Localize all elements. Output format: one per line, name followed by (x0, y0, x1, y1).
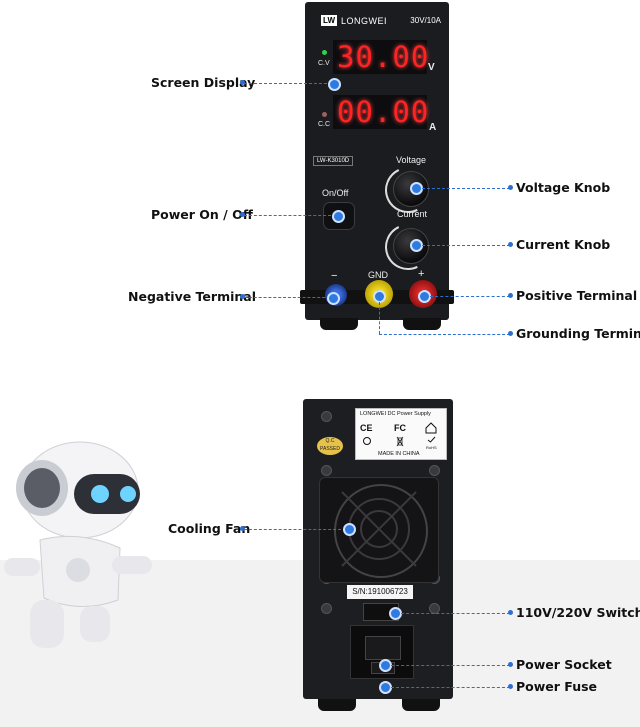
cc-label: C.C (318, 121, 331, 128)
serial-number: S/N:191006723 (347, 585, 413, 599)
callout-leader-screen (244, 83, 332, 84)
callout-screen-display: Screen Display (151, 75, 256, 90)
callout-voltage-knob: Voltage Knob (516, 180, 611, 195)
callout-leader-voltage-knob (422, 188, 510, 189)
callout-leader-socket (391, 665, 510, 666)
rating-label: 30V/10A (410, 16, 441, 25)
callout-leader-fan (244, 529, 346, 530)
callout-grounding-terminal: Grounding Terminal (516, 326, 640, 341)
callout-positive-terminal: Positive Terminal (516, 288, 638, 303)
callout-leader-power (244, 215, 336, 216)
callout-leader-positive (430, 296, 510, 297)
current-knob-label: Current (397, 209, 428, 219)
back-foot-left (318, 699, 356, 711)
iec-inlet (365, 636, 401, 660)
callout-end-dot (508, 684, 513, 689)
voltage-unit: V (428, 62, 435, 73)
voltage-display: 30.00 (333, 40, 430, 74)
fan-grille-icon (341, 491, 417, 567)
callout-leader-ground (379, 334, 510, 335)
callout-marker-negative (327, 292, 340, 305)
power-button-label: On/Off (322, 188, 349, 198)
recycle-icon (363, 437, 371, 445)
callout-marker-fan (343, 523, 356, 536)
fan-ring (334, 484, 428, 578)
callout-marker-screen (328, 78, 341, 91)
qc-passed-sticker: Q.C PASSED (317, 437, 343, 455)
callout-leader-current-knob (422, 245, 510, 246)
callout-leader-fuse (391, 687, 510, 688)
cv-indicator-led (322, 50, 327, 55)
sticker-title: LONGWEI DC Power Supply (360, 411, 431, 417)
front-foot-right (403, 318, 441, 330)
back-foot-right (402, 699, 440, 711)
ce-mark: CE (360, 423, 373, 433)
front-header: LW LONGWEI 30V/10A (321, 15, 441, 31)
current-display: 00.00 (333, 95, 430, 129)
callout-end-dot (508, 662, 513, 667)
callout-leader-negative (244, 297, 330, 298)
screw (429, 465, 440, 476)
callout-end-dot (240, 212, 245, 217)
callout-cooling-fan: Cooling Fan (168, 521, 251, 536)
made-in-label: MADE IN CHINA (378, 451, 420, 457)
callout-end-dot (240, 294, 245, 299)
model-tag: LW-K3010D (313, 156, 354, 166)
positive-sign: + (418, 268, 425, 280)
rating-sticker: LONGWEI DC Power Supply CE FC RoHS MADE … (355, 408, 447, 460)
callout-current-knob: Current Knob (516, 237, 611, 252)
screw (321, 411, 332, 422)
screw (321, 603, 332, 614)
weee-bin-icon (396, 436, 404, 447)
cc-indicator-led (322, 112, 327, 117)
power-supply-back: LONGWEI DC Power Supply CE FC RoHS MADE … (303, 399, 453, 699)
brand-name: LONGWEI (341, 16, 388, 26)
voltage-readout: 30.00 (337, 40, 430, 74)
callout-leader-ground-vertical (379, 302, 380, 334)
power-supply-front: LW LONGWEI 30V/10A C.V 30.00 V C.C 00.00… (300, 2, 454, 320)
cooling-fan (319, 477, 439, 583)
callout-end-dot (508, 185, 513, 190)
callout-leader-switch (401, 613, 510, 614)
callout-end-dot (508, 331, 513, 336)
callout-110v-220v-switch: 110V/220V Switch (516, 605, 640, 620)
fc-mark: FC (394, 423, 406, 433)
callout-power-on-off: Power On / Off (151, 207, 253, 222)
current-unit: A (429, 122, 437, 133)
front-foot-left (320, 318, 358, 330)
callout-marker-power (332, 210, 345, 223)
callout-end-dot (240, 80, 245, 85)
callout-end-dot (508, 242, 513, 247)
voltage-knob-label: Voltage (396, 155, 427, 165)
callout-negative-terminal: Negative Terminal (128, 289, 256, 304)
current-readout: 00.00 (337, 95, 430, 129)
callout-end-dot (240, 526, 245, 531)
screw (321, 465, 332, 476)
callout-power-socket: Power Socket (516, 657, 612, 672)
cv-label: C.V (318, 60, 330, 67)
robot-mascot-illustration (4, 441, 152, 648)
gnd-label: GND (368, 270, 388, 280)
callout-power-fuse: Power Fuse (516, 679, 598, 694)
home-icon (425, 422, 437, 434)
callout-end-dot (508, 610, 513, 615)
negative-sign: − (331, 270, 338, 282)
rohs-mark: RoHS (426, 445, 437, 450)
brand-logo: LW (321, 15, 337, 26)
callout-end-dot (508, 293, 513, 298)
checkmark-icon (427, 436, 436, 443)
